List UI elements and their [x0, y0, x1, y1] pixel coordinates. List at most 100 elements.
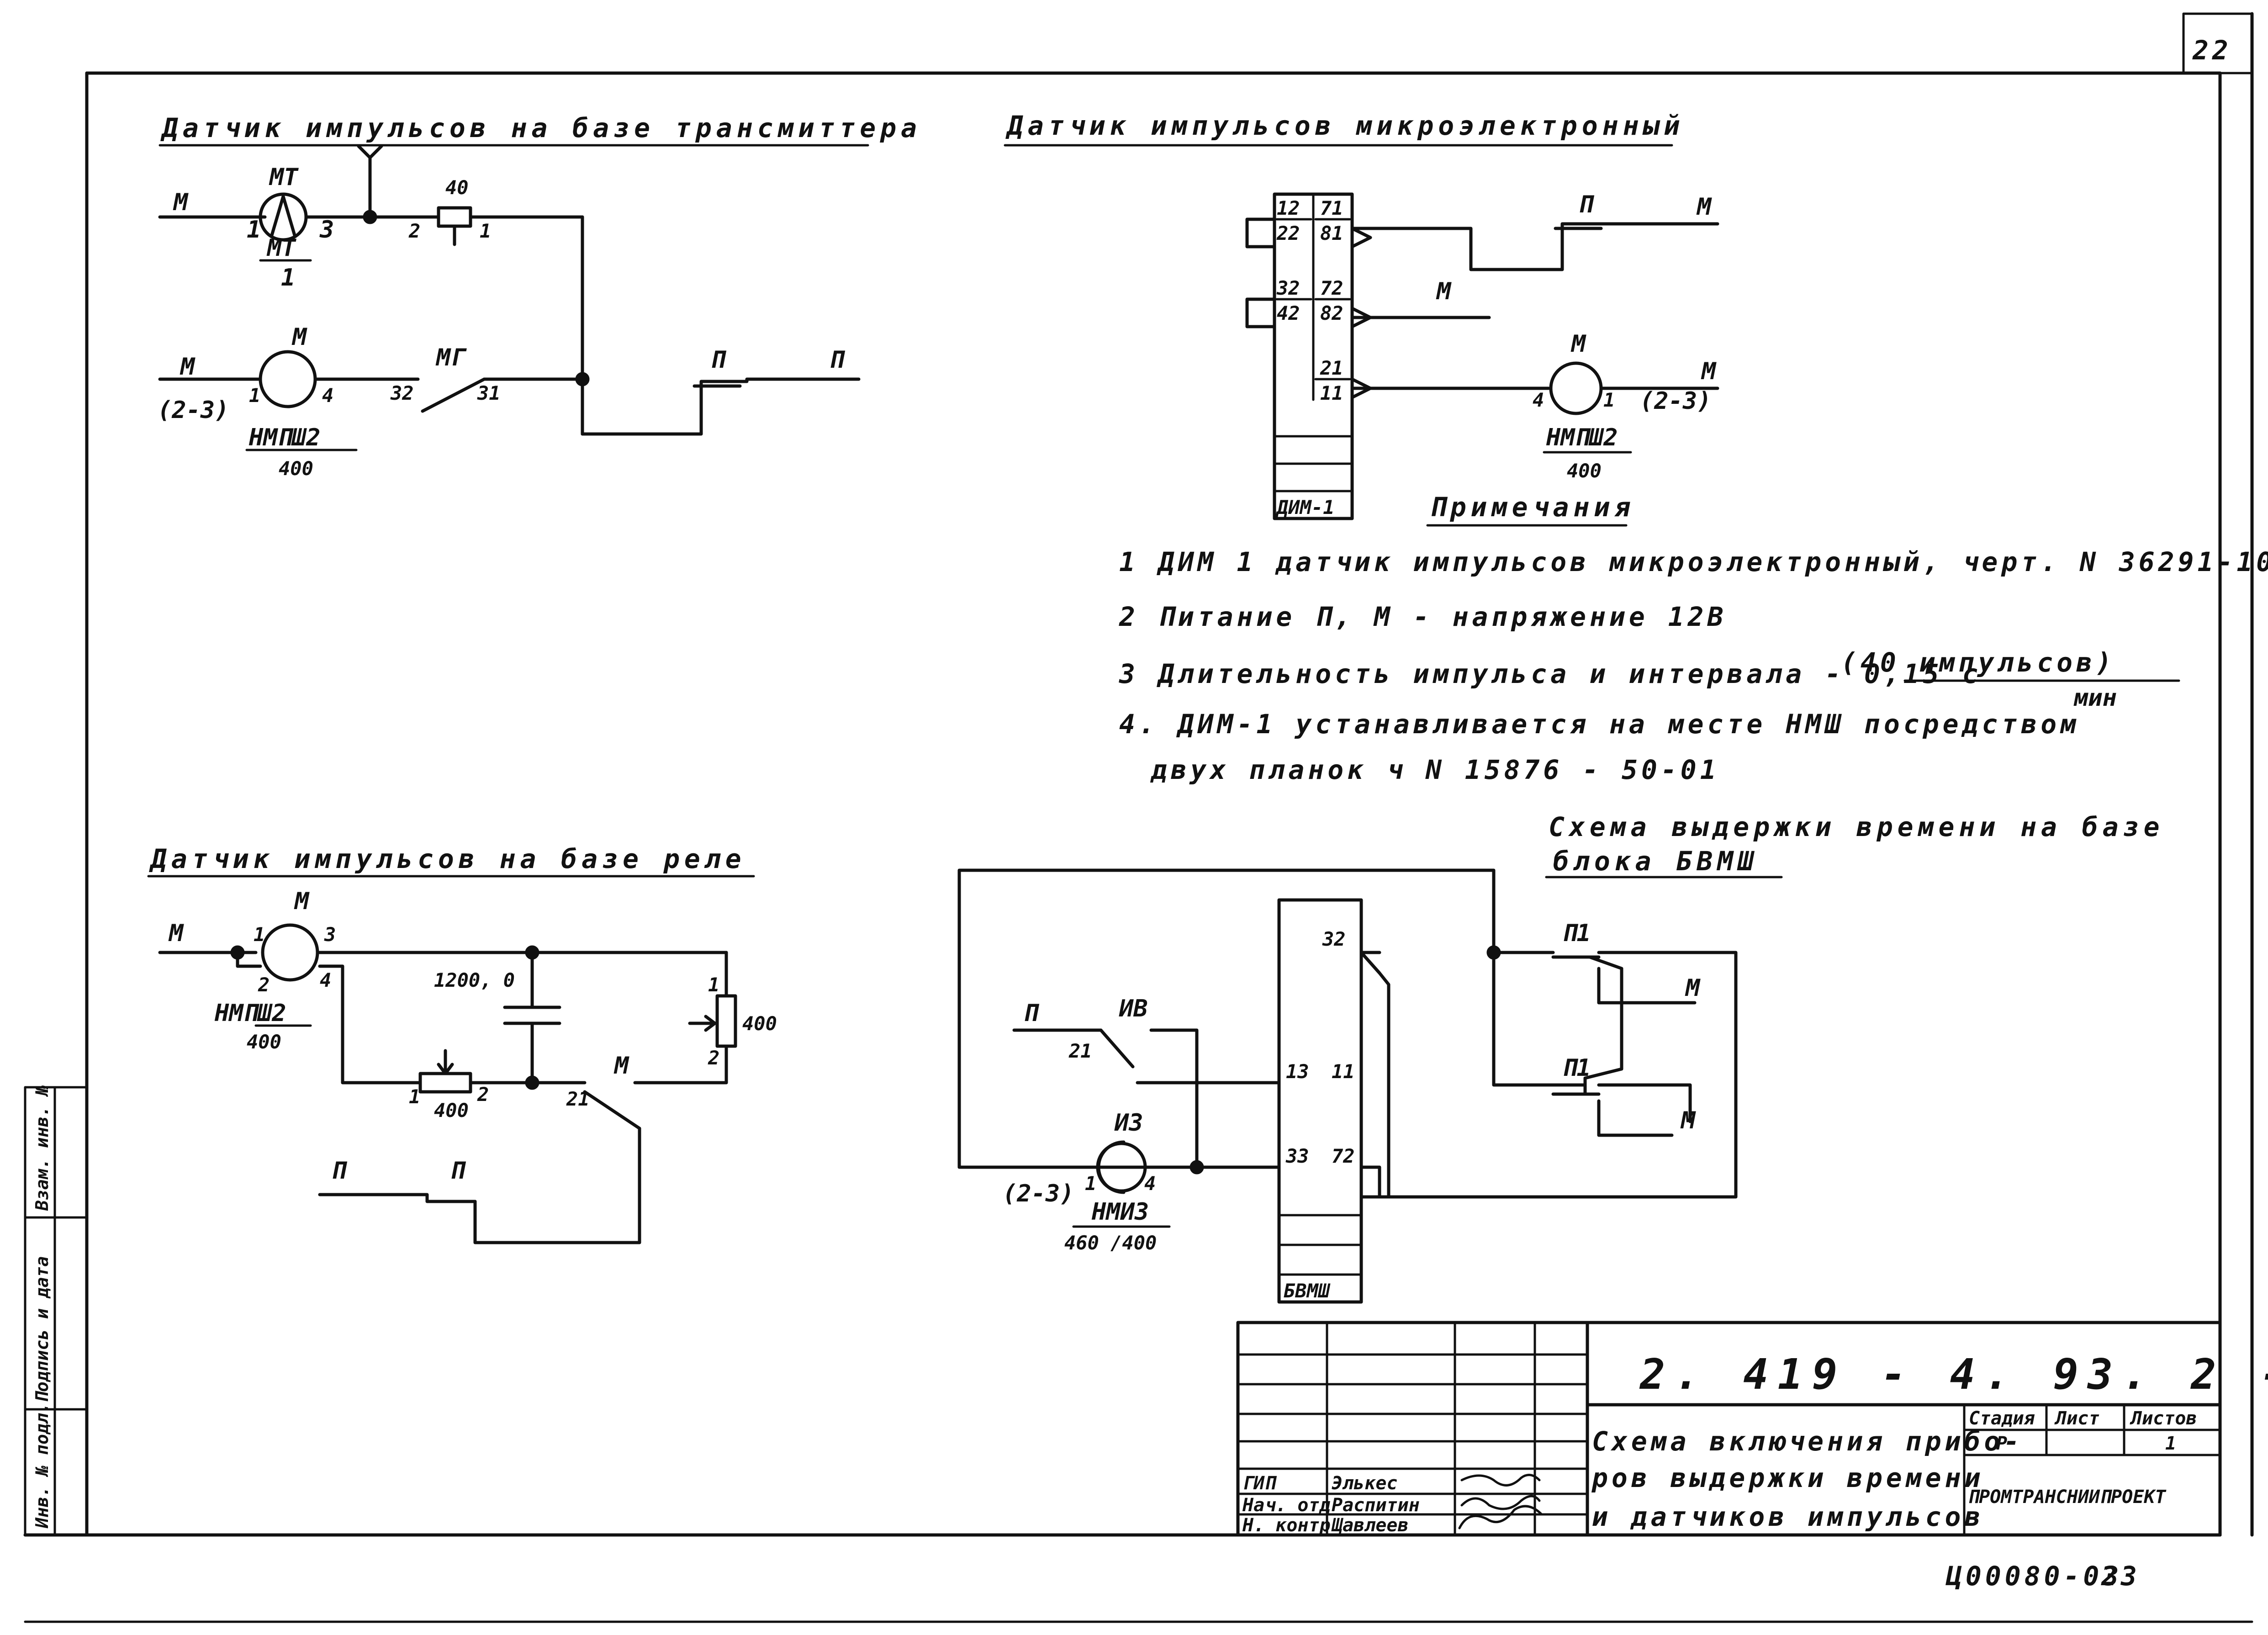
- label-m-top: М: [1696, 193, 1712, 221]
- value-sheets: 1: [2165, 1433, 2176, 1454]
- role-head: Нач. отд: [1242, 1495, 1331, 1516]
- delay-title-line2: блока БВМШ: [1553, 846, 1758, 877]
- note-4-cont: двух планок ч N 15876 - 50-01: [1150, 754, 1720, 785]
- label-p-a: П: [331, 1157, 348, 1185]
- title-block: 2. 419 - 4. 93. 2 - 05 Схема включения п…: [1236, 1321, 2268, 1537]
- label-m-bot: М: [1680, 1107, 1696, 1134]
- title-line-1: Схема включения прибо-: [1592, 1426, 2023, 1457]
- bvmsh-block: [1277, 898, 1363, 1304]
- label-r-2: 2: [708, 1047, 719, 1069]
- label-c21: 21: [566, 1088, 590, 1110]
- note-3-fraction-bottom: мин: [2073, 684, 2117, 712]
- stamp-inv-no: Инв. № подл.: [32, 1402, 52, 1529]
- delay-title-line1: Схема выдержки времени на базе: [1549, 811, 2164, 842]
- label-coil-1: 1: [1603, 389, 1615, 411]
- label-iz-1: 1: [1085, 1172, 1096, 1195]
- stamp-replace-inv: Взам. инв. №: [32, 1085, 52, 1211]
- note-3: 3 Длительность импульса и интервала - 0,…: [1119, 658, 1982, 689]
- label-mg-31: 31: [477, 382, 501, 404]
- section-micro: Датчик импульсов микроэлектронный 12 22: [1004, 110, 1719, 520]
- label-m-mid: М: [1436, 278, 1452, 305]
- label-p-b: П: [450, 1157, 466, 1185]
- stamp-signature-date: Подпись и дата: [32, 1256, 52, 1402]
- side-stamp: Инв. № подл. Подпись и дата Взам. инв. №: [24, 1085, 88, 1536]
- label-coil-frac-bot: 400: [247, 1031, 281, 1053]
- bvmsh-label: БВМШ: [1284, 1280, 1331, 1302]
- label-m-top: М: [1685, 974, 1701, 1002]
- pin-72: 72: [1332, 1145, 1355, 1167]
- label-p1-bot: П1: [1562, 1054, 1591, 1082]
- section-delay: Схема выдержки времени на базе блока БВМ…: [957, 811, 2164, 1304]
- label-coil-frac-bot: 400: [279, 457, 313, 480]
- nmpsh2-coil-symbol: [259, 350, 317, 408]
- label-r-1: 1: [708, 974, 719, 996]
- label-res-p2: 2: [408, 220, 420, 242]
- title-line-2: ров выдержки времени: [1591, 1462, 1984, 1493]
- label-iv-21: 21: [1068, 1040, 1092, 1062]
- label-range: (2-3): [1003, 1180, 1074, 1207]
- role-control: Н. контр: [1242, 1515, 1331, 1536]
- label-range: (2-3): [158, 397, 229, 424]
- relay-coil-symbol: [261, 923, 319, 982]
- transmitter-title: Датчик импульсов на базе трансмиттера: [160, 112, 921, 143]
- label-coil-frac-top: НМПШ2: [214, 1000, 286, 1027]
- note-3-fraction-top: (40 импульсов): [1841, 647, 2115, 678]
- label-range: (2-3): [1640, 387, 1712, 415]
- label-p3: 3: [324, 923, 336, 946]
- label-p1: 1: [254, 923, 265, 946]
- label-m-coil: М: [294, 888, 310, 915]
- label-res-40: 40: [445, 176, 469, 199]
- label-coil-frac-top: НМПШ2: [248, 424, 321, 451]
- footer-sheet: 23: [2101, 1561, 2141, 1592]
- label-pot-val: 400: [434, 1099, 469, 1122]
- label-m-contact: М: [613, 1052, 629, 1079]
- label-iz-frac-bot: 460 /400: [1064, 1232, 1157, 1254]
- signature-2: [1460, 1495, 1541, 1510]
- signature-3: [1458, 1505, 1570, 1529]
- doc-number: 2. 419 - 4. 93. 2 - 05: [1639, 1350, 2268, 1399]
- label-coil-frac-top: НМПШ2: [1546, 424, 1618, 451]
- note-4: 4. ДИМ-1 устанавливается на месте НМШ по…: [1119, 709, 2080, 740]
- label-res-p1: 1: [480, 220, 491, 242]
- pin-13: 13: [1286, 1060, 1309, 1083]
- label-m-right: М: [1701, 358, 1717, 385]
- relay-pot-400: [418, 1072, 472, 1094]
- notes-heading: Примечания: [1430, 492, 1635, 523]
- label-mt-top: МТ: [269, 164, 299, 191]
- pin-32: 32: [1276, 277, 1300, 299]
- label-mg-32: 32: [390, 382, 414, 404]
- pin-81: 81: [1320, 222, 1343, 244]
- name-control: Щавлеев: [1331, 1515, 1409, 1536]
- dim1-label: ДИМ-1: [1275, 496, 1334, 519]
- label-p4: 4: [320, 969, 331, 991]
- label-r-val: 400: [742, 1012, 777, 1035]
- pin-21: 21: [1320, 357, 1343, 379]
- section-relay: Датчик импульсов на базе реле М М: [147, 843, 777, 1244]
- label-iz-frac-top: НМИЗ: [1091, 1198, 1149, 1226]
- label-pot-2: 2: [477, 1083, 489, 1106]
- section-transmitter: Датчик импульсов на базе трансмиттера М …: [158, 112, 921, 480]
- label-coil-frac-bot: 400: [1567, 460, 1602, 482]
- label-coil-p1: 1: [249, 384, 260, 407]
- name-gip: Элькес: [1332, 1473, 1398, 1494]
- pin-42: 42: [1277, 302, 1300, 324]
- label-p1-top: П1: [1562, 920, 1591, 947]
- signature-1: [1460, 1474, 1541, 1487]
- label-m-coil: М: [291, 323, 307, 351]
- label-p1: П: [710, 346, 727, 374]
- page-number: 22: [2192, 35, 2232, 66]
- role-gip: ГИП: [1242, 1473, 1277, 1494]
- label-mt-frac-top: МТ: [266, 234, 296, 262]
- label-m-left: М: [168, 920, 184, 947]
- relay-res-400: [715, 994, 737, 1048]
- footer-doc-code: Ц00080-03: [1946, 1561, 2122, 1592]
- pin-11: 11: [1332, 1060, 1355, 1083]
- relay-title: Датчик импульсов на базе реле: [149, 843, 746, 874]
- pin-33: 33: [1285, 1145, 1309, 1167]
- value-stage: Р: [1996, 1433, 2007, 1454]
- name-head: Распитин: [1332, 1495, 1420, 1516]
- label-iz: ИЗ: [1114, 1109, 1143, 1137]
- label-iz-4: 4: [1144, 1172, 1156, 1195]
- pin-12: 12: [1277, 197, 1300, 219]
- label-coil-4: 4: [1533, 389, 1544, 411]
